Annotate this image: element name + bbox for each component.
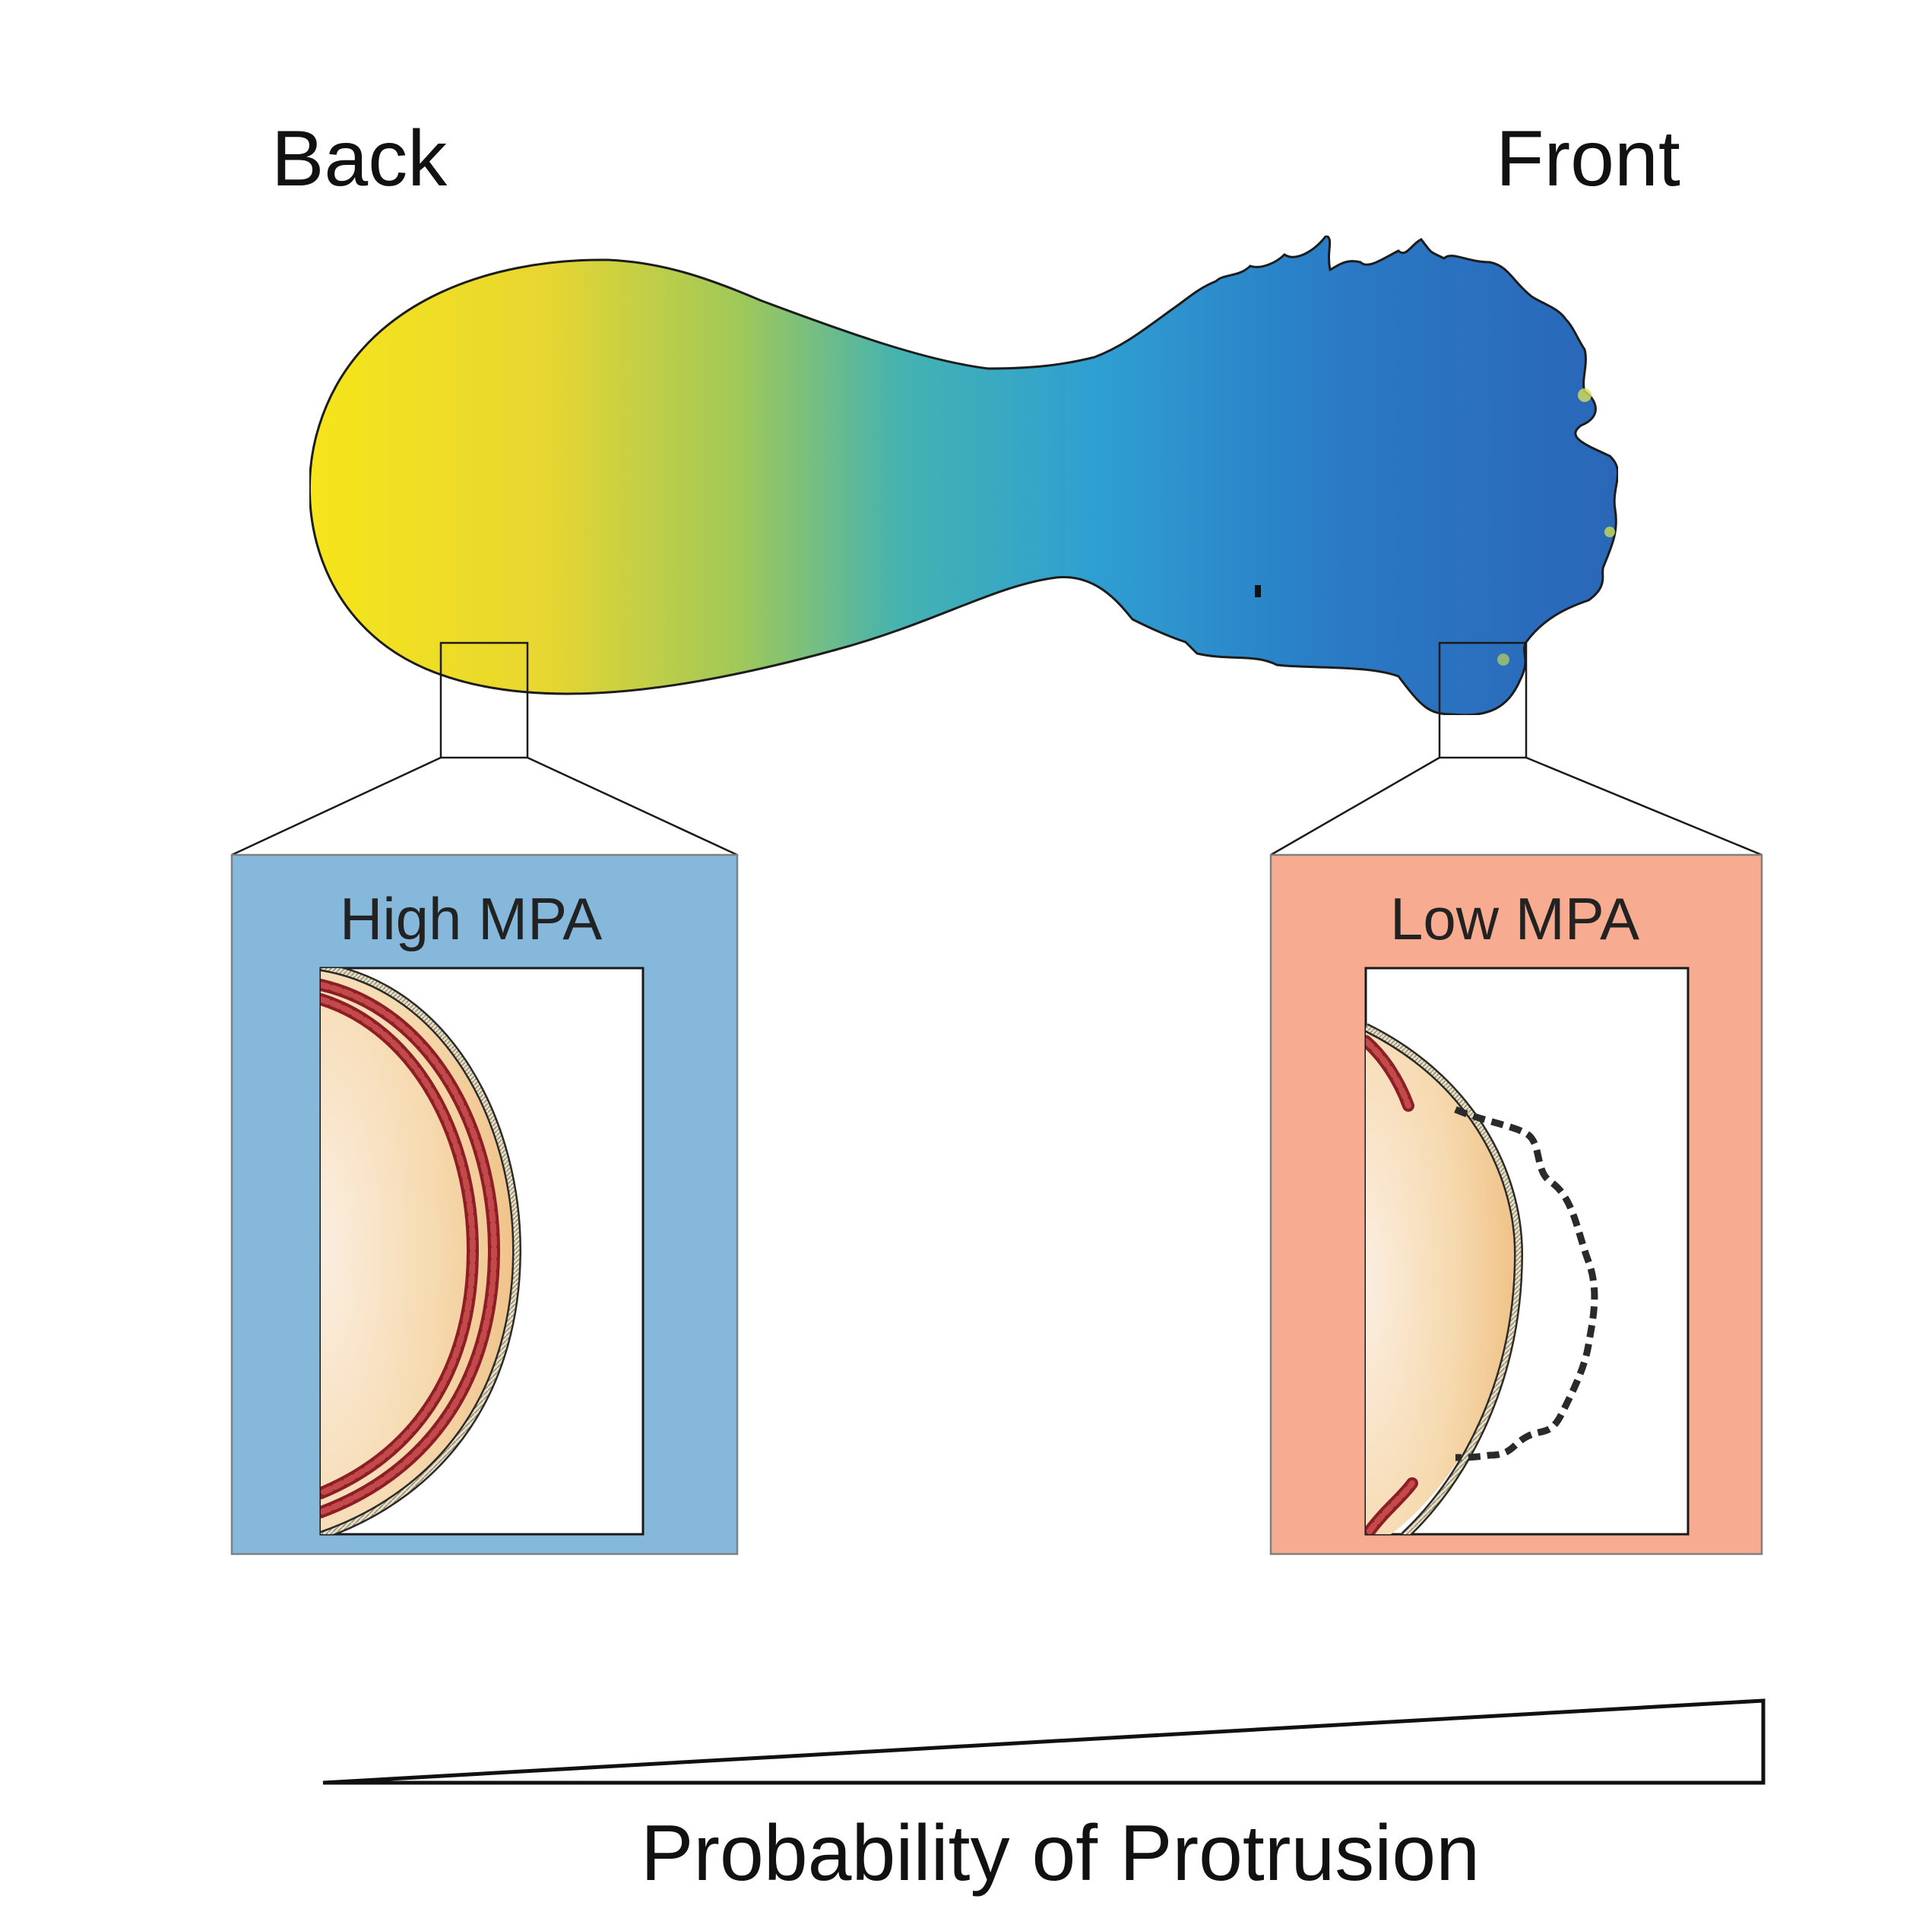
- back-label: Back: [271, 115, 448, 203]
- cell-edge-illustration-high: [321, 968, 522, 1534]
- zoom-callout-right: [1270, 641, 1763, 856]
- front-label: Front: [1496, 115, 1680, 203]
- protrusion-dashed-outline: [1454, 1106, 1598, 1461]
- low-mpa-panel: Low MPA: [1269, 853, 1763, 1556]
- high-mpa-label: High MPA: [340, 885, 602, 952]
- zoom-box-right: [1438, 641, 1528, 759]
- cell-heatmap: [308, 234, 1620, 717]
- zoom-callout-left: [231, 641, 738, 856]
- zoom-box-left: [439, 641, 529, 759]
- low-mpa-label: Low MPA: [1390, 885, 1639, 952]
- axis-title: Probability of Protrusion: [641, 1809, 1480, 1897]
- cell-edge-illustration-low: [1366, 1023, 1598, 1534]
- probability-wedge: [322, 1698, 1766, 1785]
- high-mpa-panel: High MPA: [230, 853, 739, 1556]
